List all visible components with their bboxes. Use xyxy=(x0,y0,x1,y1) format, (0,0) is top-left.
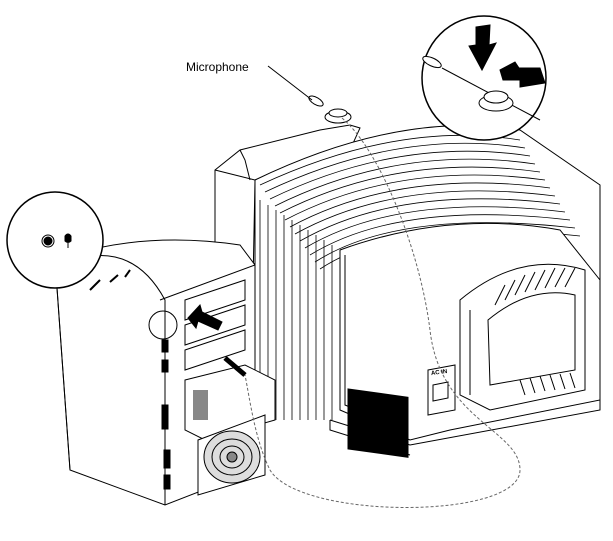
microphone-attach-callout xyxy=(421,15,547,141)
system-unit xyxy=(54,239,276,506)
microphone-symbol-icon xyxy=(64,233,72,248)
cooling-fan xyxy=(197,414,266,496)
insert-plug-arrow xyxy=(187,304,223,331)
ac-in-port xyxy=(427,364,456,416)
microphone-on-monitor xyxy=(308,95,352,124)
monitor xyxy=(214,95,601,458)
monitor-side-vent xyxy=(347,388,409,458)
press-down-arrow xyxy=(468,24,497,72)
rear-ports xyxy=(161,339,171,490)
drive-shading xyxy=(193,390,208,420)
microphone-cable xyxy=(244,117,521,508)
jack-highlight-circle xyxy=(148,310,178,340)
microphone-label: Microphone xyxy=(186,60,249,74)
microphone-jack-callout xyxy=(6,191,104,289)
monitor-vent-ribs xyxy=(259,134,581,420)
microphone-leader-line xyxy=(267,65,313,101)
monitor-rear-vents xyxy=(494,267,576,396)
slide-arrow xyxy=(499,61,546,88)
microphone-plug xyxy=(223,356,247,377)
microphone-jack-icon xyxy=(41,234,55,248)
